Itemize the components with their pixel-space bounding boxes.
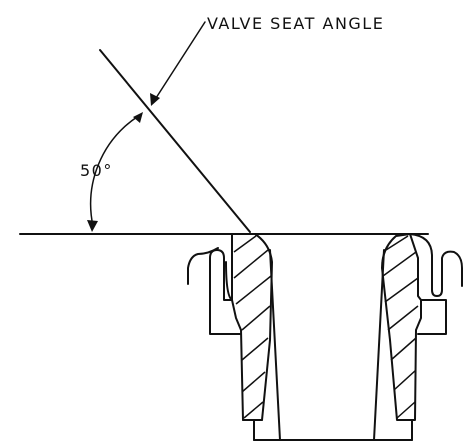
left-recess-inner [225,261,233,301]
angle-dimension-arc [89,116,138,227]
angle-value-label: 50° [80,161,113,180]
angle-arc-arrowhead-bottom [87,220,98,232]
left-seat-section [231,233,273,421]
left-head-recess [209,249,241,335]
valve-seat-angle-label: VALVE SEAT ANGLE [207,14,384,33]
seat-angle-line [99,49,251,233]
left-seat-hatching [233,235,272,419]
right-head-recess [417,299,447,335]
label-leader-line [155,21,206,99]
right-head-lip [409,233,463,297]
angle-arc-arrowhead-top [133,112,143,123]
label-leader-arrowhead [150,93,160,106]
right-seat-hatching [382,235,419,419]
right-bore-wall [373,249,385,441]
right-seat-section [381,233,422,421]
left-head-lip [187,247,219,285]
left-bore-wall [269,249,281,441]
